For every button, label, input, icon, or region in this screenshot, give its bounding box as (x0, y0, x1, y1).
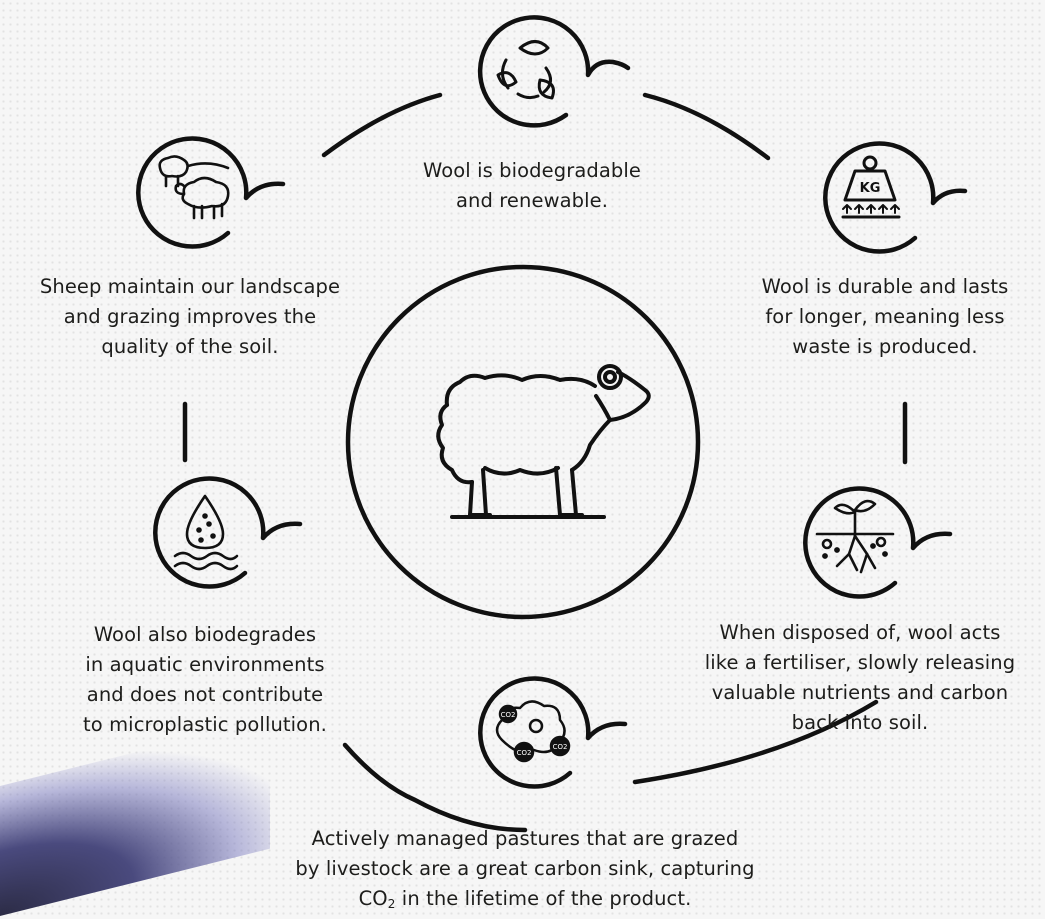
caption-line-rest: in the lifetime of the product. (395, 887, 692, 910)
co2-label: CO2 (501, 711, 516, 719)
caption-aquatic: Wool also biodegrades in aquatic environ… (40, 620, 370, 740)
benefit-icon-top-right: KG (823, 141, 968, 254)
benefit-icon-bottom-left (153, 476, 303, 589)
benefit-icon-bottom-right (803, 486, 953, 599)
kg-label: KG (860, 181, 881, 196)
caption-biodegradable: Wool is biodegradable and renewable. (372, 156, 692, 216)
center-circle (345, 264, 701, 620)
caption-line: Wool is biodegradable (422, 159, 642, 182)
grazing-sheep-icon (158, 155, 230, 220)
caption-landscape: Sheep maintain our landscape and grazing… (10, 272, 370, 362)
caption-line: Wool also biodegrades (93, 623, 317, 646)
caption-line: to microplastic pollution. (83, 713, 327, 736)
caption-line: and grazing improves the (63, 305, 317, 328)
kg-weight-icon: KG (841, 155, 901, 219)
caption-fertiliser: When disposed of, wool acts like a ferti… (675, 618, 1045, 738)
caption-line: like a fertiliser, slowly releasing (704, 651, 1016, 674)
caption-line: valuable nutrients and carbon (711, 681, 1009, 704)
co2-text: CO (358, 887, 388, 910)
caption-line: Wool is durable and lasts (761, 275, 1009, 298)
caption-durable: Wool is durable and lasts for longer, me… (720, 272, 1045, 362)
benefit-icon-top-left (136, 136, 286, 249)
recycle-leaves-icon (496, 40, 555, 100)
benefit-icon-bottom: CO2 CO2 CO2 (478, 676, 628, 789)
caption-line: and does not contribute (86, 683, 324, 706)
sprout-roots-icon (815, 499, 895, 574)
caption-line: waste is produced. (792, 335, 978, 358)
caption-line: back into soil. (791, 711, 929, 734)
benefit-icon-top (477, 15, 631, 128)
caption-line: quality of the soil. (101, 335, 279, 358)
svg-text:CO2: CO2 (517, 749, 532, 757)
sheep-icon (436, 364, 651, 519)
svg-text:CO2: CO2 (553, 743, 568, 751)
caption-line: for longer, meaning less (765, 305, 1005, 328)
co2-subscript: 2 (387, 897, 396, 911)
caption-line: When disposed of, wool acts (719, 621, 1001, 644)
caption-line: Actively managed pastures that are graze… (311, 827, 739, 850)
caption-line: by livestock are a great carbon sink, ca… (295, 857, 755, 880)
water-drop-icon (173, 494, 239, 571)
cycle-ring (182, 92, 908, 833)
caption-line: Sheep maintain our landscape (39, 275, 341, 298)
caption-line: CO2 in the lifetime of the product. (255, 884, 795, 919)
co2-cloud-icon: CO2 CO2 CO2 (495, 700, 571, 763)
caption-line: and renewable. (455, 189, 609, 212)
caption-carbon-sink: Actively managed pastures that are graze… (255, 824, 795, 919)
caption-line: in aquatic environments (85, 653, 325, 676)
